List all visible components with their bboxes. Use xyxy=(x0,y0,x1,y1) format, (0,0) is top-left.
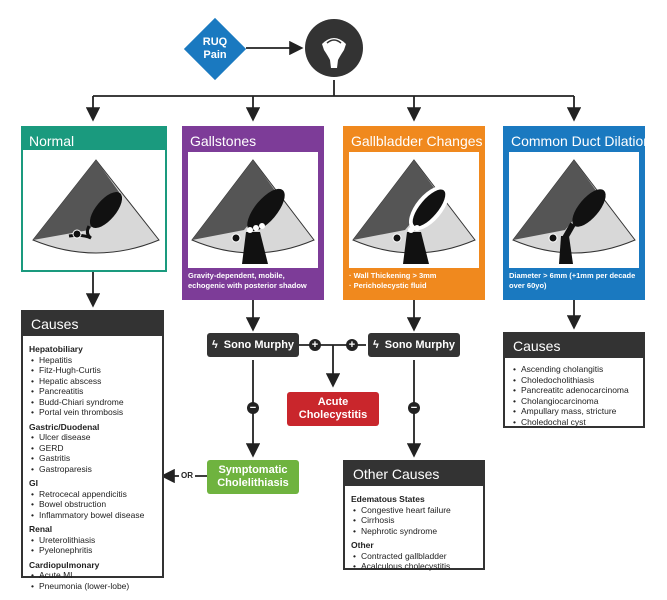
cause-item: Pancreatitc adenocarcinoma xyxy=(513,385,637,396)
cause-item: Hepatitis xyxy=(31,355,156,366)
causes-right-box: Causes Ascending cholangitisCholedocholi… xyxy=(503,332,645,428)
cause-item: Portal vein thrombosis xyxy=(31,407,156,418)
cause-group-heading: Cardiopulmonary xyxy=(29,559,100,570)
ruq-label: RUQ xyxy=(202,36,228,48)
cause-item: Budd-Chiari syndrome xyxy=(31,397,156,408)
gallstones-note: Gravity-dependent, mobile, echogenic wit… xyxy=(188,271,307,290)
cause-group-heading: Other xyxy=(351,540,374,550)
panel-common-duct-dilation: Common Duct Dilation Diameter > 6mm (+1m… xyxy=(503,126,651,300)
cause-list: Ascending cholangitisCholedocholithiasis… xyxy=(511,364,637,427)
symptomatic-cholelithiasis-box: Symptomatic Cholelithiasis xyxy=(207,460,299,494)
cause-group-heading: Gastric/Duodenal xyxy=(29,421,100,432)
pain-label: Pain xyxy=(203,49,227,61)
sono-murphy-right: ϟ Sono Murphy xyxy=(368,333,460,357)
cause-item: Ulcer disease xyxy=(31,432,156,443)
cause-item: GERD xyxy=(31,443,156,454)
panel-normal: Normal xyxy=(21,126,167,272)
lightning-icon: ϟ xyxy=(211,339,218,351)
cause-list: Retrocecal appendicitisBowel obstruction… xyxy=(29,489,156,521)
ultrasound-gallstones-image xyxy=(188,152,318,268)
cause-item: Acalculous cholecystitis xyxy=(353,561,477,572)
other-causes-box: Other Causes Edematous StatesCongestive … xyxy=(343,460,485,571)
cause-item: Fitz-Hugh-Curtis xyxy=(31,365,156,376)
minus-symbol: − xyxy=(410,402,418,414)
cause-group-heading: Edematous States xyxy=(351,494,425,504)
cause-list: Ulcer diseaseGERDGastritisGastroparesis xyxy=(29,432,156,474)
cause-list: Acute MIPneumonia (lower-lobe) xyxy=(29,570,156,591)
causes-left-title: Causes xyxy=(23,312,162,336)
causes-left-list: HepatobiliaryHepatitisFitz-Hugh-CurtisHe… xyxy=(23,336,162,595)
cause-group-heading: Hepatobiliary xyxy=(29,344,83,354)
cause-item: Acute MI xyxy=(31,570,156,581)
ultrasound-duct-dilation-image xyxy=(509,152,639,268)
cause-list: Contracted gallbladderAcalculous cholecy… xyxy=(351,551,477,572)
cause-item: Gastroparesis xyxy=(31,464,156,475)
causes-right-list: Ascending cholangitisCholedocholithiasis… xyxy=(505,358,643,431)
cause-group-heading: Renal xyxy=(29,524,53,534)
plus-symbol: + xyxy=(348,339,356,351)
cholecystitis-label: Cholecystitis xyxy=(298,409,368,421)
symptomatic-label: Symptomatic xyxy=(218,464,288,476)
minus-symbol: − xyxy=(249,402,257,414)
cause-item: Hepatic abscess xyxy=(31,376,156,387)
cause-item: Pneumonia (lower-lobe) xyxy=(31,581,156,592)
plus-symbol: + xyxy=(311,339,319,351)
causes-right-title: Causes xyxy=(505,334,643,358)
cause-item: Choledochal cyst xyxy=(513,417,637,428)
cholelithiasis-label: Cholelithiasis xyxy=(217,477,289,489)
panel-gallstones: Gallstones Gravity-dependent, mobile, ec… xyxy=(182,126,324,300)
cause-item: Congestive heart failure xyxy=(353,505,477,516)
cause-item: Cholangiocarcinoma xyxy=(513,396,637,407)
cause-item: Bowel obstruction xyxy=(31,499,156,510)
other-causes-list: Edematous StatesCongestive heart failure… xyxy=(345,486,483,576)
cause-group-heading: GI xyxy=(29,478,38,488)
causes-left-box: Causes HepatobiliaryHepatitisFitz-Hugh-C… xyxy=(21,310,164,591)
cause-item: Gastritis xyxy=(31,453,156,464)
cause-item: Pancreatitis xyxy=(31,386,156,397)
cause-item: Ureterolithiasis xyxy=(31,535,156,546)
panel-gallbladder-changes: Gallbladder Changes · Wall Thickening > … xyxy=(343,126,485,300)
cause-item: Contracted gallbladder xyxy=(353,551,477,562)
wall-thickening-note: · Wall Thickening > 3mm xyxy=(349,271,437,280)
or-label: OR xyxy=(179,471,195,480)
sono-murphy-right-label: Sono Murphy xyxy=(384,339,456,351)
pericholecystic-fluid-note: · Pericholecystic fluid xyxy=(349,281,427,290)
ruq-pain-node: RUQ Pain xyxy=(183,17,247,81)
lightning-icon: ϟ xyxy=(372,339,379,351)
cause-item: Retrocecal appendicitis xyxy=(31,489,156,500)
other-causes-title: Other Causes xyxy=(345,462,483,486)
cause-item: Nephrotic syndrome xyxy=(353,526,477,537)
gallbladder-changes-note: · Wall Thickening > 3mm · Pericholecysti… xyxy=(349,271,479,291)
cause-list: UreterolithiasisPyelonephritis xyxy=(29,535,156,556)
ultrasound-gallbladder-changes-image xyxy=(349,152,479,268)
cause-item: Cirrhosis xyxy=(353,515,477,526)
sono-murphy-left: ϟ Sono Murphy xyxy=(207,333,299,357)
ultrasound-normal-image xyxy=(29,152,163,268)
sono-murphy-left-label: Sono Murphy xyxy=(223,339,295,351)
panel-normal-title: Normal xyxy=(23,128,165,150)
acute-label: Acute xyxy=(317,396,349,408)
cause-item: Ampullary mass, stricture xyxy=(513,406,637,417)
cause-item: Ascending cholangitis xyxy=(513,364,637,375)
cause-item: Choledocholithiasis xyxy=(513,375,637,386)
panel-gallstones-title: Gallstones xyxy=(184,128,322,150)
panel-common-duct-dilation-title: Common Duct Dilation xyxy=(505,128,651,150)
minus-badge-right: − xyxy=(408,402,420,414)
duct-dilation-note: Diameter > 6mm (+1mm per decade over 60y… xyxy=(509,271,636,290)
minus-badge-left: − xyxy=(247,402,259,414)
cause-list: HepatitisFitz-Hugh-CurtisHepatic abscess… xyxy=(29,355,156,418)
cause-list: Congestive heart failureCirrhosisNephrot… xyxy=(351,505,477,537)
acute-cholecystitis-box: Acute Cholecystitis xyxy=(287,392,379,426)
cause-item: Pyelonephritis xyxy=(31,545,156,556)
plus-badge-right: + xyxy=(346,339,358,351)
cause-item: Inflammatory bowel disease xyxy=(31,510,156,521)
panel-gallbladder-changes-title: Gallbladder Changes xyxy=(345,128,483,150)
ultrasound-probe-icon xyxy=(304,18,364,78)
plus-badge-left: + xyxy=(309,339,321,351)
